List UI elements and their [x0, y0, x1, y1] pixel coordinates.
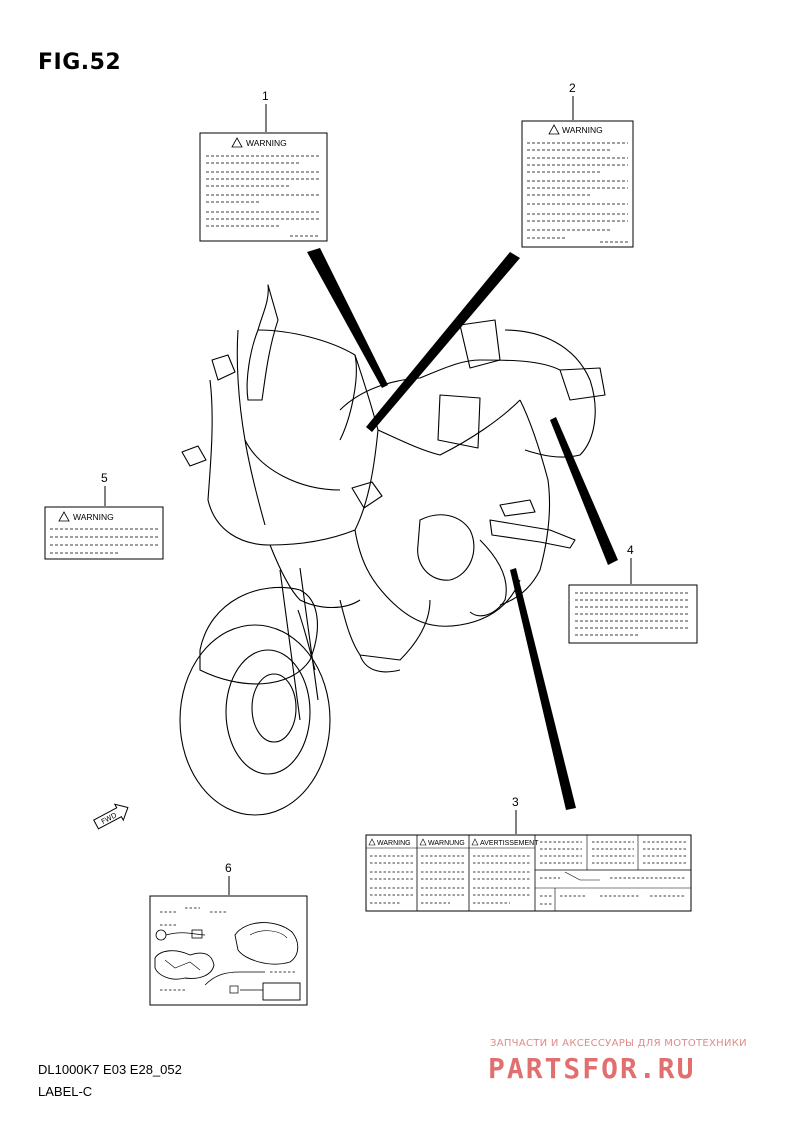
label-6-wiring[interactable] — [149, 895, 308, 1006]
svg-text:WARNING: WARNING — [73, 512, 114, 522]
label-4-notice[interactable] — [568, 584, 698, 644]
callout-1[interactable]: 1 — [262, 89, 269, 132]
callout-6[interactable]: 6 — [225, 861, 232, 895]
svg-text:WARNING: WARNING — [562, 125, 603, 135]
watermark-logo: PARTSFOR.RU — [488, 1052, 696, 1085]
svg-text:5: 5 — [101, 471, 108, 485]
leader-3 — [510, 568, 576, 810]
leader-4 — [550, 417, 618, 565]
model-code: DL1000K7 E03 E28_052 — [38, 1062, 182, 1077]
svg-text:FWD: FWD — [100, 811, 118, 826]
svg-text:1: 1 — [262, 89, 269, 103]
callout-4[interactable]: 4 — [627, 543, 634, 584]
callout-5[interactable]: 5 — [101, 471, 108, 506]
leader-1 — [307, 248, 388, 388]
label-1-warning[interactable]: WARNING — [199, 132, 328, 242]
svg-text:WARNUNG: WARNUNG — [428, 840, 465, 847]
svg-text:3: 3 — [512, 795, 519, 809]
label-3-multilanguage[interactable]: WARNING WARNUNG AVERTISSEMENT — [365, 834, 692, 912]
label-2-warning[interactable]: WARNING — [521, 120, 634, 248]
svg-text:WARNING: WARNING — [377, 840, 411, 847]
svg-text:AVERTISSEMENT: AVERTISSEMENT — [480, 840, 539, 847]
svg-text:WARNING: WARNING — [246, 138, 287, 148]
watermark-subtitle: ЗАПЧАСТИ И АКСЕССУАРЫ ДЛЯ МОТОТЕХНИКИ — [490, 1038, 747, 1049]
page-name: LABEL-C — [38, 1084, 93, 1099]
callout-3[interactable]: 3 — [512, 795, 519, 834]
leader-2 — [366, 252, 520, 432]
label-5-warning[interactable]: WARNING — [44, 506, 164, 560]
forward-arrow-icon: FWD — [93, 803, 129, 830]
svg-text:4: 4 — [627, 543, 634, 557]
callout-2[interactable]: 2 — [569, 81, 576, 120]
svg-text:6: 6 — [225, 861, 232, 875]
motorcycle-drawing — [179, 284, 606, 816]
figure-title: FIG.52 — [38, 50, 122, 75]
svg-text:2: 2 — [569, 81, 576, 95]
